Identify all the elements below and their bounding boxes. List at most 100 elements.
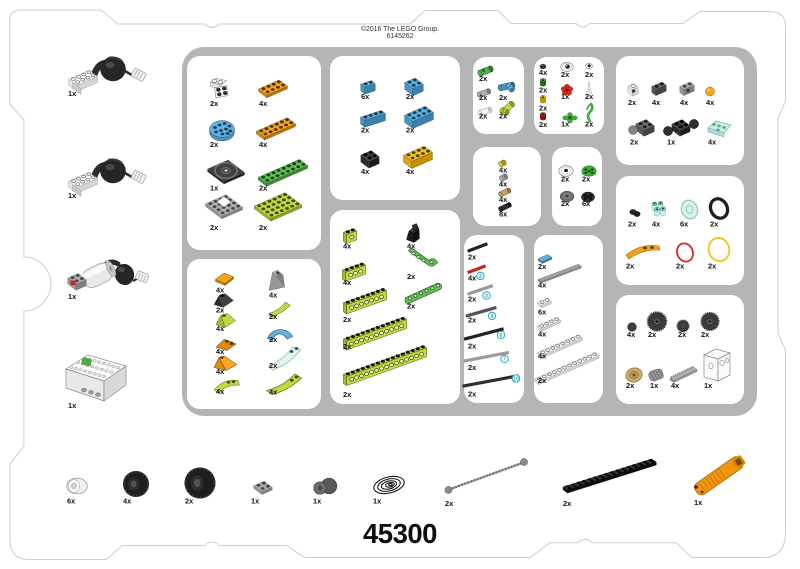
svg-text:2x: 2x [539, 86, 548, 95]
svg-text:4x: 4x [499, 166, 508, 175]
svg-text:2x: 2x [563, 499, 572, 508]
svg-text:2x: 2x [585, 70, 594, 79]
svg-text:2x: 2x [479, 93, 488, 102]
svg-text:6x: 6x [361, 92, 370, 101]
svg-text:4x: 4x [499, 195, 508, 204]
svg-text:2x: 2x [185, 497, 194, 506]
svg-text:2x: 2x [585, 92, 594, 101]
svg-text:4x: 4x [627, 330, 636, 339]
svg-text:2x: 2x [468, 316, 477, 325]
svg-text:2x: 2x [561, 199, 570, 208]
svg-text:1x: 1x [68, 292, 77, 301]
svg-text:1x: 1x [667, 138, 676, 147]
svg-text:2x: 2x [630, 138, 639, 147]
svg-text:1x: 1x [373, 497, 382, 506]
svg-text:4x: 4x [259, 140, 268, 149]
svg-text:4x: 4x [652, 220, 661, 229]
svg-text:4x: 4x [652, 98, 661, 107]
svg-text:2x: 2x [210, 140, 219, 149]
svg-text:©2016 The LEGO Group.: ©2016 The LEGO Group. [361, 25, 439, 33]
svg-text:1x: 1x [704, 381, 713, 390]
svg-text:4x: 4x [706, 98, 715, 107]
svg-text:3: 3 [485, 293, 488, 299]
svg-text:4x: 4x [269, 388, 278, 397]
svg-text:2x: 2x [708, 262, 717, 271]
svg-text:10: 10 [513, 376, 519, 382]
svg-text:2x: 2x [582, 175, 591, 184]
svg-text:1x: 1x [251, 497, 260, 506]
svg-text:2x: 2x [343, 315, 352, 324]
svg-text:2x: 2x [710, 220, 719, 229]
svg-text:1x: 1x [561, 120, 570, 129]
svg-text:2x: 2x [499, 93, 508, 102]
svg-text:4x: 4x [216, 347, 225, 356]
svg-text:2x: 2x [499, 112, 508, 121]
svg-text:2x: 2x [561, 175, 570, 184]
svg-text:2: 2 [479, 274, 482, 280]
svg-text:6x: 6x [67, 497, 76, 506]
svg-text:1x: 1x [210, 184, 219, 193]
svg-text:2x: 2x [468, 342, 477, 351]
svg-text:2x: 2x [468, 390, 477, 399]
svg-text:2x: 2x [628, 220, 637, 229]
svg-text:2x: 2x [648, 330, 657, 339]
svg-text:4x: 4x [343, 242, 352, 251]
svg-text:2x: 2x [585, 120, 594, 129]
svg-text:2x: 2x [676, 262, 685, 271]
svg-text:4x: 4x [539, 68, 548, 77]
svg-text:1x: 1x [694, 498, 703, 507]
svg-text:4x: 4x [708, 138, 717, 147]
svg-text:2x: 2x [479, 112, 488, 121]
svg-text:4x: 4x [343, 278, 352, 287]
svg-text:2x: 2x [628, 98, 637, 107]
svg-text:2x: 2x [343, 390, 352, 399]
svg-text:1x: 1x [68, 401, 77, 410]
svg-text:6: 6 [500, 333, 503, 339]
svg-text:6x: 6x [582, 199, 591, 208]
svg-text:6x: 6x [538, 308, 547, 317]
svg-text:2x: 2x [561, 70, 570, 79]
svg-text:2x: 2x [406, 92, 415, 101]
svg-text:4x: 4x [538, 352, 547, 361]
svg-text:6145262: 6145262 [387, 33, 414, 40]
svg-text:1x: 1x [313, 497, 322, 506]
svg-text:2x: 2x [538, 376, 547, 385]
svg-text:1x: 1x [650, 381, 659, 390]
svg-text:4x: 4x [671, 381, 680, 390]
svg-text:2x: 2x [701, 330, 710, 339]
svg-text:4: 4 [491, 314, 494, 320]
svg-text:2x: 2x [259, 223, 268, 232]
svg-text:2x: 2x [539, 104, 548, 113]
svg-text:8x: 8x [499, 209, 508, 218]
svg-text:2x: 2x [343, 342, 352, 351]
svg-text:2x: 2x [468, 253, 477, 262]
svg-text:2x: 2x [406, 126, 415, 135]
svg-text:45300: 45300 [363, 518, 437, 549]
svg-text:2x: 2x [468, 295, 477, 304]
svg-text:2x: 2x [678, 330, 687, 339]
svg-text:4x: 4x [361, 167, 370, 176]
svg-text:4x: 4x [407, 242, 416, 251]
svg-text:7: 7 [503, 357, 506, 363]
svg-text:1x: 1x [561, 92, 570, 101]
svg-text:2x: 2x [269, 312, 278, 321]
svg-text:2x: 2x [445, 499, 454, 508]
svg-text:4x: 4x [468, 273, 477, 282]
svg-text:1x: 1x [68, 89, 77, 98]
svg-text:4x: 4x [406, 167, 415, 176]
svg-text:2x: 2x [361, 126, 370, 135]
svg-text:4x: 4x [259, 99, 268, 108]
svg-text:4x: 4x [216, 286, 225, 295]
svg-text:4x: 4x [216, 324, 225, 333]
svg-text:2x: 2x [479, 74, 488, 83]
svg-text:2x: 2x [259, 184, 268, 193]
svg-text:2x: 2x [407, 302, 416, 311]
svg-text:2x: 2x [626, 262, 635, 271]
svg-text:2x: 2x [269, 335, 278, 344]
svg-text:6x: 6x [680, 220, 689, 229]
svg-text:4x: 4x [499, 180, 508, 189]
svg-text:2x: 2x [468, 363, 477, 372]
svg-text:2x: 2x [539, 120, 548, 129]
svg-text:4x: 4x [680, 98, 689, 107]
svg-text:2x: 2x [538, 262, 547, 271]
